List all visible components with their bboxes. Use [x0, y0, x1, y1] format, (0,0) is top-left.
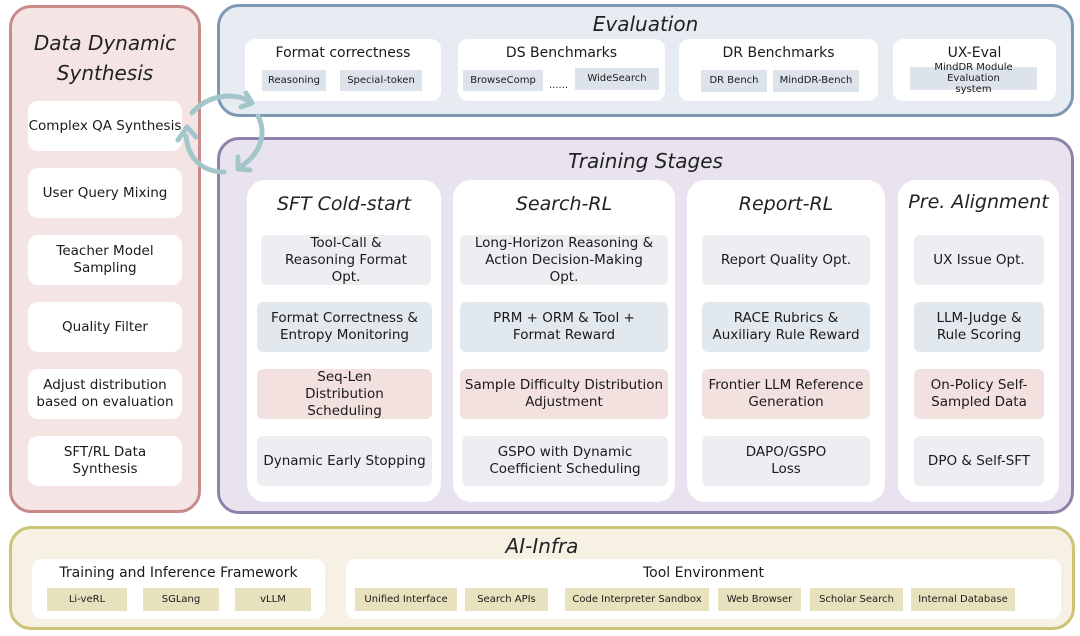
eval-chip: Special-token: [340, 70, 422, 91]
stage-item: Tool-Call & Reasoning Format Opt.: [261, 235, 431, 285]
eval-group-title: DR Benchmarks: [722, 45, 835, 61]
eval-group-title: DS Benchmarks: [505, 45, 618, 61]
infra-chip: Li-veRL: [47, 588, 127, 611]
stage-report-rl: Report-RL Report Quality Opt. RACE Rubri…: [687, 180, 885, 502]
eval-chip: MindDR-Bench: [773, 70, 859, 92]
cycle-arc-top: [189, 93, 253, 116]
infra-chip: Scholar Search: [810, 588, 903, 611]
cycle-arrowhead-right: [235, 154, 253, 173]
stage-item: GSPO with Dynamic Coefficient Scheduling: [462, 436, 668, 486]
stage-pre-alignment: Pre. Alignment UX Issue Opt. LLM-Judge &…: [898, 180, 1059, 502]
eval-chip: Reasoning: [262, 70, 326, 91]
infra-title: AI-Infra: [505, 534, 579, 558]
stage-item: On-Policy Self-Sampled Data: [914, 369, 1044, 419]
infra-chip: Search APIs: [465, 588, 548, 611]
cycle-arrowhead-top: [238, 90, 255, 110]
infra-chip: Web Browser: [718, 588, 801, 611]
eval-chip: MindDR Module Evaluation system: [910, 62, 1037, 95]
infra-chip: SGLang: [143, 588, 219, 611]
stage-item: Long-Horizon Reasoning & Action Decision…: [460, 235, 668, 285]
cycle-arrowhead-left: [175, 124, 199, 143]
data-synthesis-panel: Data Dynamic Synthesis Complex QA Synthe…: [9, 5, 201, 513]
evaluation-panel: Evaluation Format correctness Reasoning …: [217, 4, 1074, 117]
infra-chip: Unified Interface: [355, 588, 457, 611]
data-synthesis-title: Data Dynamic Synthesis: [33, 31, 177, 85]
eval-group-format: Format correctness Reasoning Special-tok…: [245, 39, 441, 101]
training-title: Training Stages: [568, 149, 723, 173]
stage-title: Pre. Alignment: [908, 191, 1049, 213]
data-item-teacher-sampling: Teacher Model Sampling: [28, 235, 182, 285]
eval-chip: DR Bench: [701, 70, 767, 92]
eval-ellipsis: ......: [549, 80, 569, 91]
data-item-quality-filter: Quality Filter: [28, 302, 182, 352]
stage-item: Report Quality Opt.: [702, 235, 870, 285]
infra-group-title: Training and Inference Framework: [59, 565, 298, 581]
evaluation-title: Evaluation: [592, 12, 699, 36]
infra-group-title: Tool Environment: [642, 565, 765, 581]
stage-item: Sample Difficulty Distribution Adjustmen…: [460, 369, 668, 419]
stage-item: LLM-Judge & Rule Scoring: [914, 302, 1044, 352]
data-item-sft-rl-synthesis: SFT/RL Data Synthesis: [28, 436, 182, 486]
stage-item: Seq-Len Distribution Scheduling: [257, 369, 432, 419]
infra-group-framework: Training and Inference Framework Li-veRL…: [32, 559, 325, 619]
eval-group-dr-benchmarks: DR Benchmarks DR Bench MindDR-Bench: [679, 39, 878, 101]
eval-group-ux-eval: UX-Eval MindDR Module Evaluation system: [893, 39, 1056, 101]
cycle-arc-left: [183, 133, 227, 175]
infra-chip: Code Interpreter Sandbox: [565, 588, 709, 611]
stage-item: DPO & Self-SFT: [914, 436, 1044, 486]
infra-group-tool-env: Tool Environment Unified Interface Searc…: [346, 559, 1061, 619]
stage-title: SFT Cold-start: [277, 193, 411, 215]
eval-group-ds-benchmarks: DS Benchmarks BrowseComp ...... WideSear…: [458, 39, 665, 101]
stage-title: Search-RL: [515, 193, 613, 215]
stage-search-rl: Search-RL Long-Horizon Reasoning & Actio…: [453, 180, 675, 502]
stage-item: RACE Rubrics & Auxiliary Rule Reward: [702, 302, 870, 352]
data-item-complex-qa: Complex QA Synthesis: [28, 101, 182, 151]
eval-group-title: UX-Eval: [947, 45, 1002, 61]
training-panel: Training Stages SFT Cold-start Tool-Call…: [217, 137, 1074, 514]
eval-group-title: Format correctness: [275, 45, 411, 61]
stage-item: Frontier LLM Reference Generation: [702, 369, 870, 419]
eval-chip: WideSearch: [575, 68, 659, 90]
stage-item: Format Correctness & Entropy Monitoring: [257, 302, 432, 352]
infra-chip: vLLM: [235, 588, 311, 611]
eval-chip: BrowseComp: [463, 70, 543, 91]
data-item-adjust-distribution: Adjust distribution based on evaluation: [28, 369, 182, 419]
data-item-user-query-mixing: User Query Mixing: [28, 168, 182, 218]
stage-title: Report-RL: [738, 193, 834, 215]
stage-item: DAPO/GSPO Loss: [702, 436, 870, 486]
stage-sft-cold-start: SFT Cold-start Tool-Call & Reasoning For…: [247, 180, 441, 502]
stage-item: UX Issue Opt.: [914, 235, 1044, 285]
stage-item: Dynamic Early Stopping: [257, 436, 432, 486]
stage-item: PRM + ORM & Tool + Format Reward: [460, 302, 668, 352]
infra-chip: Internal Database: [911, 588, 1015, 611]
cycle-arrows-icon: [175, 90, 265, 175]
cycle-arc-right: [237, 113, 265, 170]
infra-panel: AI-Infra Training and Inference Framewor…: [9, 526, 1075, 630]
